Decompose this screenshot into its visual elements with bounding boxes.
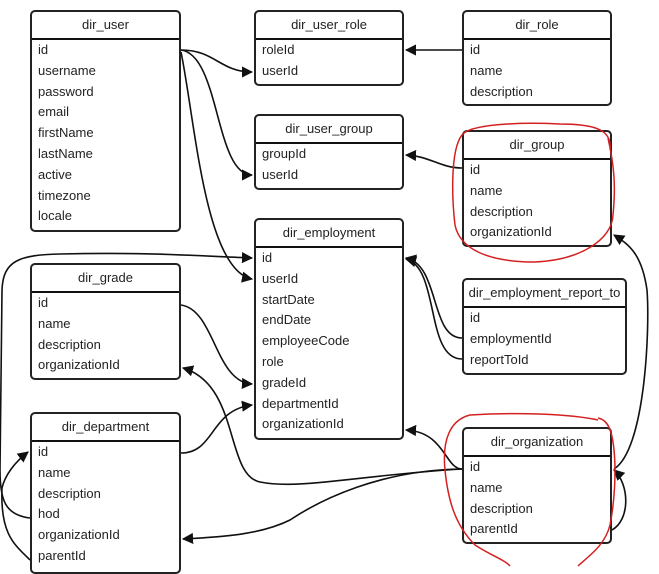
field-name: name xyxy=(470,182,503,198)
field-active: active xyxy=(38,166,72,182)
field-employmentid: employmentId xyxy=(470,330,552,346)
table-header: dir_user_role xyxy=(256,12,402,40)
field-name: name xyxy=(38,315,71,331)
table-dir-department[interactable]: dir_department id name description hod o… xyxy=(30,412,181,574)
field-hod: hod xyxy=(38,506,60,522)
table-header: dir_organization xyxy=(464,429,610,457)
field-id: id xyxy=(38,295,49,310)
field-id: id xyxy=(38,42,49,57)
table-header: dir_employment xyxy=(256,220,402,248)
field-userid: userId xyxy=(262,62,299,78)
table-dir-group[interactable]: dir_group id name description organizati… xyxy=(462,130,612,247)
field-reporttoid: reportToId xyxy=(470,351,529,367)
link-organization-to-department xyxy=(181,468,463,545)
field-id: id xyxy=(262,250,273,265)
field-description: description xyxy=(470,83,533,99)
field-employeecode: employeeCode xyxy=(262,333,350,349)
field-locale: locale xyxy=(38,208,72,224)
table-dir-user[interactable]: dir_user id username password email firs… xyxy=(30,10,181,232)
link-user-to-user-group xyxy=(180,49,254,181)
field-id: id xyxy=(470,42,481,57)
field-description: description xyxy=(470,500,533,516)
table-header: dir_grade xyxy=(32,265,179,293)
field-description: description xyxy=(38,336,101,352)
field-lastname: lastName xyxy=(38,145,93,161)
field-name: name xyxy=(470,62,503,78)
field-firstname: firstName xyxy=(38,125,94,141)
table-dir-user-group[interactable]: dir_user_group groupId userId xyxy=(254,114,404,190)
link-user-to-user-role xyxy=(180,49,254,78)
link-group-to-user-group xyxy=(404,149,463,169)
field-roleid: roleId xyxy=(262,42,295,57)
field-description: description xyxy=(470,203,533,219)
field-email: email xyxy=(38,104,70,120)
field-parentid: parentId xyxy=(470,521,518,537)
table-header: dir_department xyxy=(32,414,179,442)
table-dir-employment[interactable]: dir_employment id userId startDate endDa… xyxy=(254,218,404,440)
link-department-to-employment xyxy=(180,400,254,454)
field-organizationid: organizationId xyxy=(38,527,120,543)
link-report-to-reportto xyxy=(404,256,463,360)
field-departmentid: departmentId xyxy=(262,395,339,411)
table-header: dir_employment_report_to xyxy=(464,280,625,308)
link-organization-to-employment xyxy=(404,424,463,470)
table-dir-organization[interactable]: dir_organization id name description par… xyxy=(462,427,612,544)
field-organizationid: organizationId xyxy=(470,224,552,240)
link-organization-self xyxy=(611,469,627,531)
link-user-to-employment xyxy=(180,51,254,283)
field-id: id xyxy=(470,310,481,325)
field-startdate: startDate xyxy=(262,291,315,307)
field-description: description xyxy=(38,485,101,501)
table-dir-grade[interactable]: dir_grade id name description organizati… xyxy=(30,263,181,380)
field-organizationid: organizationId xyxy=(262,416,344,432)
field-userid: userId xyxy=(262,166,299,182)
table-dir-role[interactable]: dir_role id name description xyxy=(462,10,612,106)
link-report-to-employment xyxy=(404,254,463,339)
link-grade-to-employment xyxy=(180,304,254,390)
field-groupid: groupId xyxy=(262,146,307,161)
field-gradeid: gradeId xyxy=(262,374,307,390)
field-name: name xyxy=(470,479,503,495)
field-timezone: timezone xyxy=(38,187,91,203)
field-username: username xyxy=(38,62,96,78)
field-parentid: parentId xyxy=(38,547,86,563)
table-dir-employment-report-to[interactable]: dir_employment_report_to id employmentId… xyxy=(462,278,627,375)
table-header: dir_role xyxy=(464,12,610,40)
table-dir-user-role[interactable]: dir_user_role roleId userId xyxy=(254,10,404,86)
field-password: password xyxy=(38,83,94,99)
field-enddate: endDate xyxy=(262,312,312,328)
table-header: dir_user xyxy=(32,12,179,40)
table-header: dir_user_group xyxy=(256,116,402,144)
field-userid: userId xyxy=(262,270,299,286)
table-header: dir_group xyxy=(464,132,610,160)
field-id: id xyxy=(38,444,49,459)
link-department-self xyxy=(1,451,31,561)
field-role: role xyxy=(262,353,284,369)
field-name: name xyxy=(38,464,71,480)
field-id: id xyxy=(470,162,481,177)
field-organizationid: organizationId xyxy=(38,357,120,373)
field-id: id xyxy=(470,459,481,474)
